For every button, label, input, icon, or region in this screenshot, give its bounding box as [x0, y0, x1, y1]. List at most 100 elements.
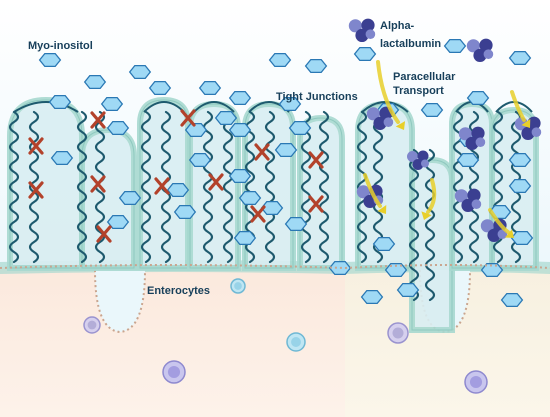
- blocked-junction-marks: [28, 109, 324, 243]
- arrow-icon: [421, 178, 437, 220]
- cross-icon: [180, 109, 196, 127]
- hexagon-icon: [83, 74, 107, 90]
- hexagon-icon: [228, 168, 252, 184]
- villus: [7, 96, 85, 271]
- protein-cluster-icon: [466, 38, 494, 63]
- hexagon-icon: [396, 282, 420, 298]
- protein-cluster-icon: [366, 106, 394, 130]
- alpha-lactalbumin-molecules: [348, 18, 542, 242]
- protein-cluster-icon: [454, 188, 482, 212]
- cross-icon: [28, 181, 44, 199]
- label-alpha-lactalbumin-2: lactalbumin: [380, 38, 442, 50]
- villus-outline: [81, 129, 135, 269]
- label-transport: Transport: [393, 85, 444, 97]
- junction-strand: [76, 110, 88, 264]
- junction-strand: [264, 110, 276, 264]
- hexagon-icon: [353, 46, 377, 62]
- junction-strand: [222, 110, 234, 264]
- hexagon-icon: [148, 80, 172, 96]
- hexagon-icon: [274, 142, 298, 158]
- hexagon-icon: [233, 230, 257, 246]
- junction-strand: [424, 148, 436, 302]
- junction-cap: [13, 101, 79, 113]
- cell-icon: [83, 316, 101, 334]
- cross-icon: [254, 143, 270, 161]
- cell-icon: [162, 360, 186, 384]
- protein-cluster-icon: [458, 126, 486, 150]
- cross-icon: [96, 225, 112, 243]
- cross-icon: [154, 177, 170, 195]
- cross-icon: [28, 137, 44, 155]
- hexagon-icon: [278, 96, 302, 112]
- protein-cluster-icon: [514, 116, 542, 140]
- cell-icon: [387, 322, 409, 344]
- hexagon-icon: [288, 120, 312, 136]
- cross-icon: [308, 151, 324, 169]
- label-alpha-lactalbumin: Alpha-: [380, 20, 415, 32]
- hexagon-icon: [500, 292, 524, 308]
- junction-strand: [408, 148, 420, 302]
- hexagon-icon: [48, 94, 72, 110]
- hexagon-icon: [188, 152, 212, 168]
- hexagon-icon: [420, 102, 444, 118]
- hexagon-icon: [508, 152, 532, 168]
- junction-strand: [356, 110, 368, 264]
- membrane-right: [344, 264, 550, 269]
- hexagon-icon: [184, 122, 208, 138]
- hexagon-icon: [173, 204, 197, 220]
- villus-outline: [9, 99, 83, 269]
- arrow-icon: [376, 60, 406, 130]
- label-paracellular: Paracellular: [393, 71, 456, 83]
- hexagon-icon: [443, 38, 467, 54]
- protein-cluster-icon: [407, 150, 429, 170]
- cross-icon: [90, 175, 106, 193]
- hexagon-icon: [268, 52, 292, 68]
- arrow-icon: [488, 208, 514, 238]
- crypt-left: [94, 269, 146, 334]
- hexagon-icon: [118, 190, 142, 206]
- hexagon-icon: [38, 52, 62, 68]
- hexagon-icon: [166, 182, 190, 198]
- arrow-icon: [363, 173, 387, 214]
- cell-icon: [286, 332, 306, 352]
- cell-icon: [464, 370, 488, 394]
- hexagon-icon: [304, 58, 328, 74]
- arrow-icon: [510, 90, 531, 128]
- junction-cap: [361, 101, 409, 113]
- cross-icon: [308, 195, 324, 213]
- cross-icon: [90, 111, 106, 129]
- hexagon-icon: [128, 64, 152, 80]
- hexagon-icon: [228, 90, 252, 106]
- cross-icon: [208, 173, 224, 191]
- junction-strand: [8, 110, 20, 264]
- hexagon-icon: [214, 110, 238, 126]
- hexagon-icon: [100, 96, 124, 112]
- cell-icon: [230, 278, 246, 294]
- hexagon-icon: [510, 230, 534, 246]
- junction-strand: [318, 110, 330, 264]
- hexagon-icon: [508, 178, 532, 194]
- junction-cap: [193, 101, 235, 113]
- hexagon-icon: [50, 150, 74, 166]
- tissue-cells: [0, 264, 550, 394]
- paracellular-arrows: [363, 60, 531, 238]
- hexagon-icon: [508, 50, 532, 66]
- protein-cluster-icon: [348, 18, 376, 42]
- hexagon-icon: [284, 216, 308, 232]
- label-enterocytes: Enterocytes: [147, 285, 210, 297]
- membrane-left: [0, 264, 346, 269]
- cross-icon: [250, 205, 266, 223]
- junction-strand: [202, 110, 214, 264]
- hexagon-icon: [106, 214, 130, 230]
- hexagon-icon: [198, 80, 222, 96]
- label-tight-junctions: Tight Junctions: [276, 91, 358, 103]
- junction-strand: [28, 110, 40, 264]
- hexagon-icon: [480, 262, 504, 278]
- hexagon-icon: [238, 190, 262, 206]
- hexagon-icon: [456, 152, 480, 168]
- hexagon-icon: [106, 120, 130, 136]
- hexagon-icon: [360, 289, 384, 305]
- label-myo-inositol: Myo-inositol: [28, 40, 93, 52]
